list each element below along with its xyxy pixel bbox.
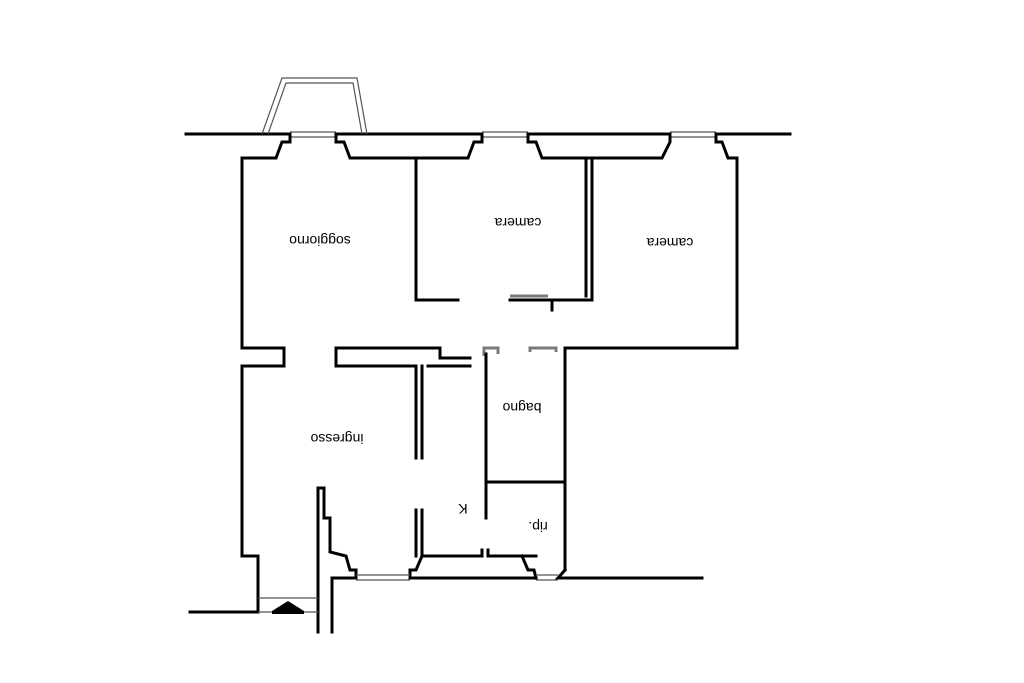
soggiorno-divider [240, 346, 472, 368]
room-label-kitchen: K [458, 501, 468, 517]
outer-walls [188, 156, 739, 614]
room-label-soggiorno: soggiorno [289, 233, 351, 249]
room-label-ripostiglio: rip. [528, 519, 547, 535]
bagno-walls [426, 346, 567, 572]
room-label-ingresso: ingresso [310, 431, 363, 447]
camera-1-walls [414, 156, 594, 312]
room-label-camera-1: camera [494, 215, 541, 231]
entrance-arrow-icon [272, 601, 304, 614]
room-label-bagno: bagno [502, 400, 541, 416]
balcony [261, 77, 368, 135]
room-label-camera-2: camera [646, 235, 693, 251]
bottom-facade [316, 486, 704, 634]
top-facade [184, 131, 792, 138]
top-window-reveals [240, 132, 739, 160]
ingresso-walls [414, 364, 538, 558]
